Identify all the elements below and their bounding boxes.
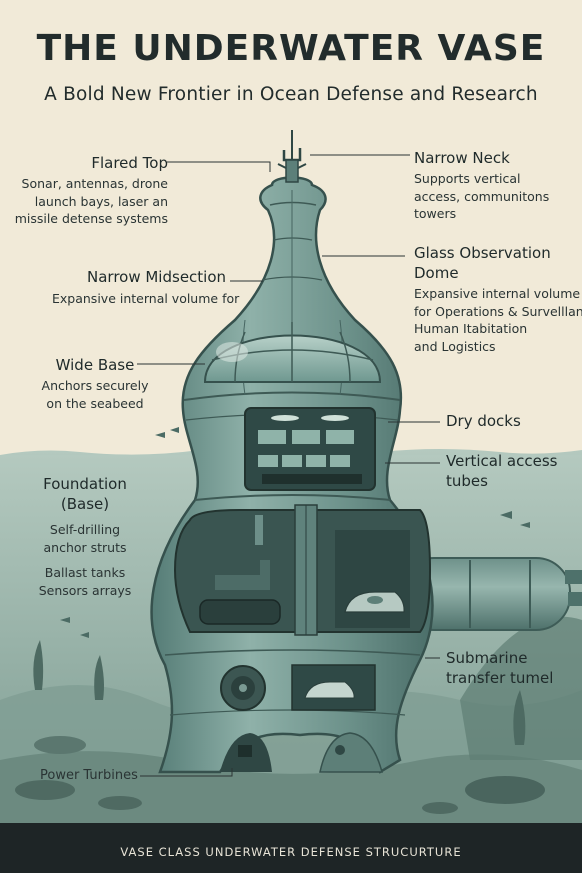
power-turbines: [220, 732, 383, 773]
label-wide-base: Wide Base Anchors securely on the seabee…: [40, 355, 150, 412]
label-heading: Narrow Neck: [414, 149, 510, 167]
label-heading: Dry docks: [446, 412, 521, 430]
label-line: Sonar, antennas, drone: [21, 176, 168, 191]
label-narrow-midsection-desc: Expansive internal volume for: [52, 290, 239, 308]
label-line: Self-drilling: [49, 522, 121, 537]
label-line: towers: [414, 206, 457, 221]
label-narrow-neck: Narrow Neck Supports vertical access, co…: [414, 148, 549, 223]
label-narrow-midsection: Narrow Midsection: [87, 267, 226, 287]
label-heading: Glass Observation: [414, 244, 551, 262]
label-ballast-sensors: Ballast tanks Sensors arrays: [30, 564, 140, 599]
label-line: Expansive internal volume: [414, 286, 581, 301]
label-heading: Wide Base: [55, 356, 135, 374]
label-line: Anchors securely: [41, 378, 149, 393]
label-line: for Operations & Survelllanc,: [414, 303, 582, 319]
label-glass-dome: Glass Observation Dome Expansive interna…: [414, 243, 582, 355]
lower-interior-bays: [173, 504, 432, 636]
base-level-interior: [220, 664, 376, 711]
label-line: on the seabeed: [46, 395, 144, 411]
label-heading: Narrow Midsection: [87, 268, 227, 286]
label-vertical-access: Vertical access tubes: [446, 451, 557, 491]
label-power-turbines: Power Turbines: [40, 767, 138, 785]
label-heading-2: Dome: [414, 264, 459, 282]
label-submarine-tunnel: Submarine transfer tumel: [446, 648, 553, 688]
label-flared-top: Flared Top Sonar, antennas, drone launch…: [15, 153, 168, 228]
control-room-interior: [244, 407, 376, 491]
label-dry-docks: Dry docks: [446, 411, 521, 431]
label-line: Supports vertical: [414, 171, 521, 186]
label-heading: Flared Top: [91, 154, 168, 172]
label-line: Expansive internal volume for: [52, 291, 240, 306]
label-heading-2: tubes: [446, 472, 488, 490]
label-line: Ballast tanks: [44, 565, 126, 580]
footer-bar: [0, 823, 582, 873]
label-line: launch bays, laser an: [34, 193, 168, 209]
leader-lines: [137, 154, 440, 777]
label-line: Human Itabitation: [414, 321, 528, 336]
label-line: Sensors arrays: [38, 582, 132, 598]
label-heading-2: transfer tumel: [446, 669, 554, 687]
label-heading-2: (Base): [60, 495, 110, 513]
label-heading: Submarine: [446, 649, 528, 667]
label-line: and Logistics: [414, 338, 496, 354]
glass-observation-dome: [203, 322, 382, 383]
label-heading: Power Turbines: [40, 768, 138, 783]
label-line: anchor struts: [43, 539, 127, 555]
label-line: access, communitons: [414, 188, 550, 204]
footer-caption: VASE CLASS UNDERWATER DEFENSE STRUCURTUR…: [120, 845, 462, 859]
page-title: THE UNDERWATER VASE: [36, 28, 546, 69]
label-heading: Foundation: [43, 475, 127, 493]
page-subtitle: A Bold New Frontier in Ocean Defense and…: [44, 84, 538, 105]
label-heading: Vertical access: [446, 452, 558, 470]
label-line: missile detense systems: [14, 211, 168, 226]
label-foundation: Foundation (Base) Self-drilling anchor s…: [30, 474, 140, 556]
